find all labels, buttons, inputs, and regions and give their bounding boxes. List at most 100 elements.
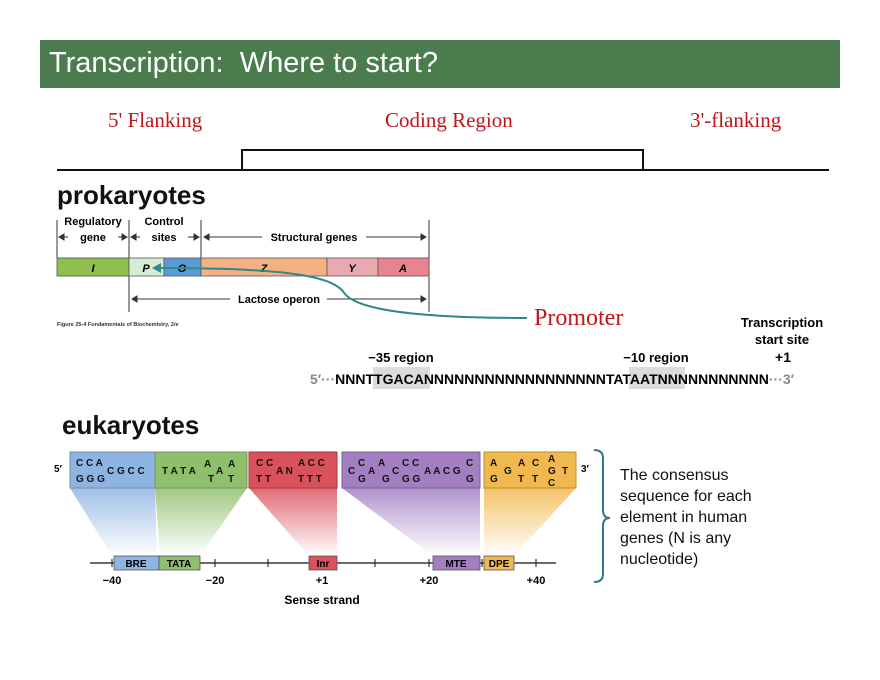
svg-text:T T: T T (256, 474, 271, 485)
sequence-line: 5′···NNNTTGACANNNNNNNNNNNNNNNNNNTATAATNN… (310, 371, 795, 387)
seq-s2: NNNNNNNNNNNNNNNNNN (424, 371, 606, 387)
lactose-operon-label: Lactose operon (238, 294, 320, 306)
segment-y-label: Y (348, 263, 357, 275)
header-arrows (58, 233, 427, 241)
svg-text:C G C C: C G C C (107, 466, 145, 477)
seq-s1: NNN (335, 371, 365, 387)
tss-position: +1 (775, 349, 791, 365)
svg-text:C: C (548, 478, 555, 489)
inr-funnel (249, 488, 337, 556)
operon-arrows (131, 295, 427, 303)
eukaryotes-heading: eukaryotes (62, 410, 200, 440)
title-bar: Transcription: Where to start? (40, 40, 840, 88)
svg-text:G: G (382, 474, 390, 485)
promoter-arrowhead (152, 263, 161, 273)
segment-p-label: P (142, 263, 150, 275)
euk-five-prime: 5′ (54, 464, 63, 475)
svg-text:A N: A N (276, 466, 293, 477)
five-flanking-label: 5' Flanking (108, 108, 203, 132)
svg-text:G G G: G G G (76, 474, 105, 485)
svg-text:A: A (368, 466, 375, 477)
svg-text:A: A (216, 466, 223, 477)
tick-plus-1: +1 (316, 575, 329, 587)
svg-text:A: A (548, 454, 555, 465)
gene-a-box (377, 257, 430, 277)
bre-funnel (70, 488, 157, 556)
seq-box10: TATAAT (606, 371, 658, 387)
svg-text:C: C (466, 458, 473, 469)
inr-label: Inr (317, 559, 330, 570)
svg-text:A: A (518, 458, 525, 469)
svg-text:C: C (392, 466, 399, 477)
inr-consensus-box (248, 451, 338, 489)
regulatory-label-1: Regulatory (64, 216, 122, 228)
svg-text:G: G (548, 466, 556, 477)
page-title: Transcription: Where to start? (49, 47, 438, 79)
segment-z-label: Z (260, 263, 269, 275)
regulatory-label-2: gene (80, 232, 106, 244)
svg-text:A: A (204, 459, 211, 470)
tick-minus-20: −20 (206, 575, 225, 587)
bre-label: BRE (125, 559, 146, 570)
svg-text:C: C (532, 458, 539, 469)
tick-minus-40: −40 (103, 575, 122, 587)
promoter-label: Promoter (534, 305, 624, 331)
dpe-element (483, 555, 515, 571)
svg-text:C C: C C (256, 458, 273, 469)
tick-plus-20: +20 (420, 575, 439, 587)
seq-s4: N (759, 371, 769, 387)
tata-element (158, 555, 201, 571)
bracket (593, 449, 611, 583)
dpe-consensus-box (483, 451, 577, 489)
mte-label: MTE (445, 559, 466, 570)
svg-text:G: G (358, 474, 366, 485)
svg-text:T: T (532, 474, 538, 485)
consensus-note: The consensus sequence for each element … (620, 467, 752, 568)
seq-box35: TTGACA (365, 371, 423, 387)
seq-suffix: ···3′ (769, 371, 795, 387)
region-35-label: −35 region (368, 350, 433, 365)
coding-region-label: Coding Region (385, 108, 513, 132)
tata-label: TATA (167, 559, 191, 570)
figure-credit: Figure 25-4 Fundamentals of Biochemistry… (57, 322, 179, 328)
promoter-pointer-line (159, 267, 528, 319)
control-label-2: sites (151, 232, 176, 244)
svg-text:T A T A: T A T A (162, 466, 196, 477)
structural-genes-label: Structural genes (271, 232, 358, 244)
svg-text:T: T (518, 474, 524, 485)
svg-text:A: A (378, 458, 385, 469)
svg-text:G: G (466, 474, 474, 485)
control-label-1: Control (144, 216, 183, 228)
svg-text:G G: G G (402, 474, 421, 485)
mte-funnel (342, 488, 480, 556)
svg-text:A A C G: A A C G (424, 466, 461, 477)
svg-text:T: T (228, 474, 234, 485)
bre-consensus-box (69, 451, 156, 489)
svg-text:C: C (358, 458, 365, 469)
coding-region-box (241, 149, 644, 171)
region-10-label: −10 region (623, 350, 688, 365)
tss-label-1: Transcription (741, 315, 823, 330)
tata-consensus-box (154, 451, 248, 489)
tss-label-2: start site (755, 332, 809, 347)
three-flanking-label: 3'-flanking (690, 108, 782, 132)
sense-strand-label: Sense strand (284, 593, 359, 607)
svg-text:A: A (228, 459, 235, 470)
svg-text:C C A: C C A (76, 458, 103, 469)
svg-text:T: T (562, 466, 568, 477)
svg-text:C C: C C (402, 458, 419, 469)
tick-plus-40: +40 (527, 575, 546, 587)
svg-text:T: T (208, 474, 214, 485)
box-35-highlight (373, 367, 430, 389)
mte-element (432, 555, 481, 571)
inr-element (308, 555, 338, 571)
seq-prefix: 5′··· (310, 371, 335, 387)
seq-s3: NNNNNNNNNN (658, 371, 759, 387)
prokaryotes-heading: prokaryotes (57, 180, 206, 210)
svg-text:A: A (490, 458, 497, 469)
